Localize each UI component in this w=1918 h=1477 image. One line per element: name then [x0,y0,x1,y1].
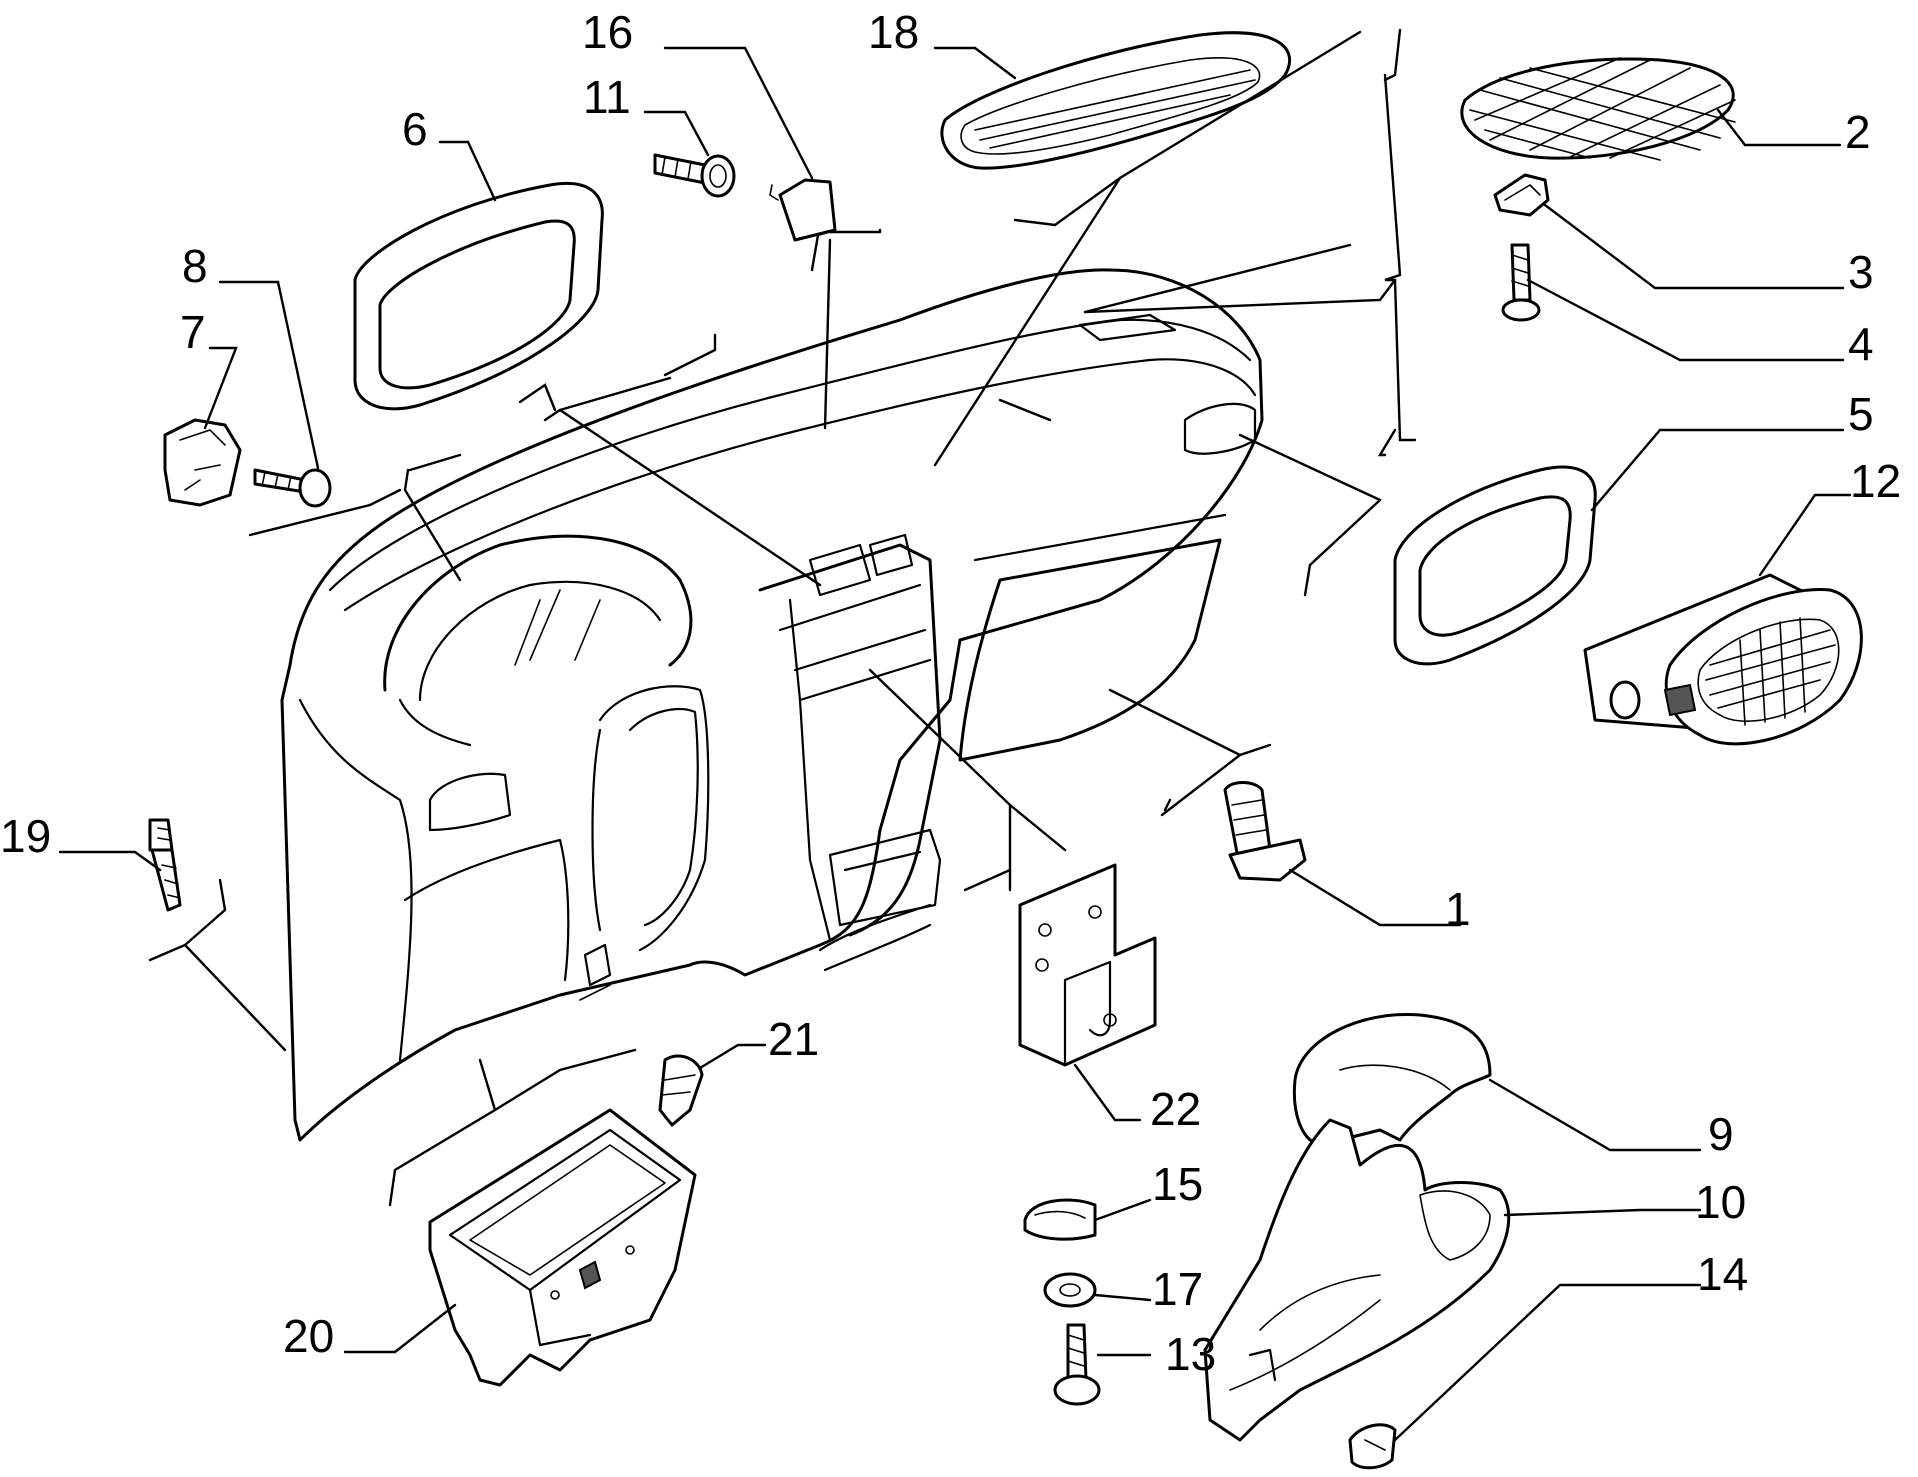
callout-13: 13 [1165,1328,1216,1380]
callout-12: 12 [1850,455,1901,507]
callout-15: 15 [1152,1158,1203,1210]
callout-18: 18 [868,6,919,58]
leader-lines [58,28,1852,1442]
callout-20: 20 [283,1310,334,1362]
callout-4: 4 [1848,318,1874,370]
part-7-clip [163,418,242,507]
part-1-fastener [1223,781,1307,882]
callout-8: 8 [182,240,208,292]
part-2-speaker-mesh [1460,57,1736,161]
part-22-bracket [1018,863,1157,1067]
callout-17: 17 [1152,1263,1203,1315]
part-14-clip [1348,1423,1397,1470]
callout-22: 22 [1150,1083,1201,1135]
part-8-screw [253,468,332,508]
callout-19: 19 [0,810,51,862]
part-12-air-vent [1583,573,1863,746]
callout-7: 7 [180,306,206,358]
callout-2: 2 [1845,106,1871,158]
part-20-ashtray-housing [428,1108,697,1387]
callout-16: 16 [582,6,633,58]
callout-1: 1 [1445,883,1471,935]
part-10-lower-shroud [1203,1118,1511,1442]
part-6-vent-frame [353,182,604,411]
part-3-clip [1493,173,1550,217]
part-11-bolt [653,153,736,198]
callout-10: 10 [1695,1176,1746,1228]
callout-6: 6 [402,103,428,155]
callout-9: 9 [1708,1108,1734,1160]
callout-labels: 1 2 3 4 5 6 7 8 9 10 11 12 13 14 15 16 1… [0,6,1901,1380]
part-5-vent-frame [1393,465,1597,666]
callout-21: 21 [768,1013,819,1065]
part-4-screw [1501,243,1541,322]
callout-5: 5 [1848,388,1874,440]
part-16-cap [769,178,837,242]
dashboard-body [280,268,1264,1142]
callout-14: 14 [1697,1248,1748,1300]
part-17-washer [1043,1272,1097,1308]
part-18-speaker-grille [940,31,1291,170]
part-13-screw [1053,1323,1101,1406]
callout-3: 3 [1848,246,1874,298]
part-21-fastener [658,1054,704,1127]
part-15-spring-clip [1023,1198,1097,1241]
part-19-stud [148,818,182,912]
callout-11: 11 [583,71,631,123]
